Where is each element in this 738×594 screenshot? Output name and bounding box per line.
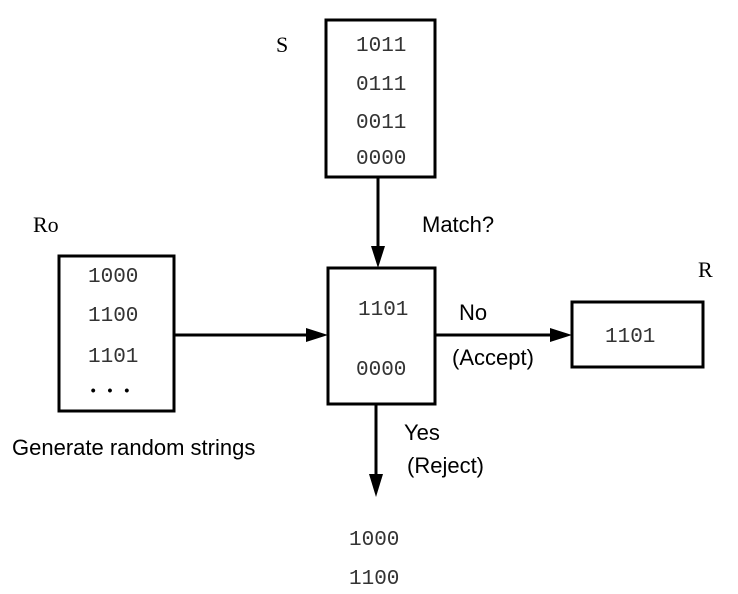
r-box <box>570 300 705 369</box>
s-string-4: 0000 <box>356 148 406 171</box>
accept-label: (Accept) <box>452 345 534 370</box>
arrow-match-to-r-head <box>550 328 572 342</box>
match-string-1: 1101 <box>358 299 408 322</box>
yes-label: Yes <box>404 420 440 445</box>
ro-box <box>57 254 176 413</box>
s-box <box>324 18 437 179</box>
arrow-s-to-match-head <box>371 246 385 268</box>
ro-label: Ro <box>33 212 59 237</box>
reject-label: (Reject) <box>407 453 484 478</box>
ro-string-3: 1101 <box>88 346 138 369</box>
no-label: No <box>459 300 487 325</box>
s-string-1: 1011 <box>356 35 406 58</box>
s-string-2: 0111 <box>356 74 406 97</box>
rejected-string-2: 1100 <box>349 568 399 591</box>
match-box <box>326 266 437 406</box>
arrow-match-to-reject-head <box>369 474 383 497</box>
r-string-1: 1101 <box>605 326 655 349</box>
r-label: R <box>698 257 713 282</box>
s-label: S <box>276 32 288 57</box>
ro-ellipsis: • • • <box>89 384 131 400</box>
arrow-ro-to-match-head <box>306 328 328 342</box>
ro-string-1: 1000 <box>88 266 138 289</box>
rejected-string-1: 1000 <box>349 529 399 552</box>
match-question-label: Match? <box>422 212 494 237</box>
ro-string-2: 1100 <box>88 305 138 328</box>
s-string-3: 0011 <box>356 112 406 135</box>
match-string-2: 0000 <box>356 359 406 382</box>
generate-random-strings-caption: Generate random strings <box>12 435 255 460</box>
